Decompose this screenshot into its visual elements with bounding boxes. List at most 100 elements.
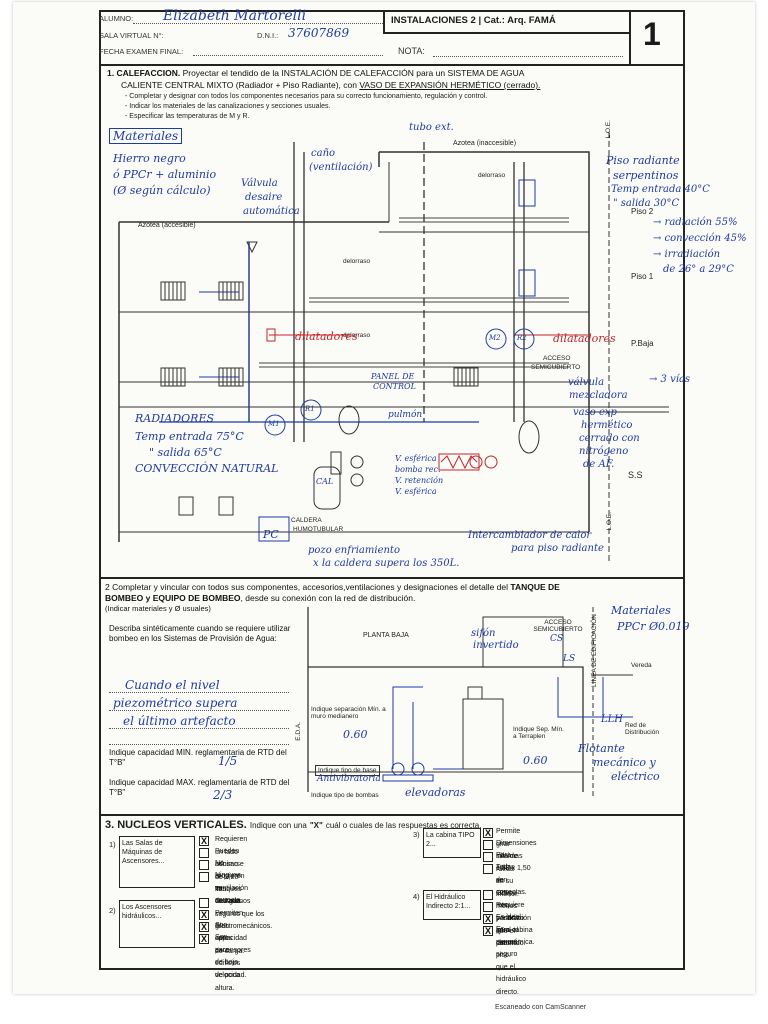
acceso-semi-label: ACCESO SEMICUBIERTO bbox=[533, 619, 583, 633]
section2-title-e: (Indicar materiales y Ø usuales) bbox=[105, 604, 211, 613]
answer-rule-4 bbox=[109, 744, 289, 745]
section1-divider bbox=[99, 577, 685, 579]
irradiacion-hw: → irradiación bbox=[653, 249, 721, 260]
section2-title-b: TANQUE DE bbox=[510, 582, 560, 592]
sep-terr-question: Indique Sep. Mín. a Terraplen bbox=[513, 726, 564, 740]
pulmon-hw: pulmón bbox=[388, 410, 423, 420]
caldera-label: CALDERA bbox=[291, 517, 322, 524]
heat-exchanger bbox=[438, 453, 480, 471]
delorraso-label-2: delorraso bbox=[343, 258, 371, 265]
section1-intro: Proyectar el tendido de la INSTALACIÓN D… bbox=[182, 68, 525, 78]
section3-instruction-b: cuál o cuales de las respuestas es corre… bbox=[325, 821, 482, 830]
floor-heating-piso1 bbox=[309, 297, 569, 303]
radiator-pb-a bbox=[160, 367, 186, 387]
q1-option-4: Ninguna es correcta. bbox=[215, 872, 243, 904]
boiler bbox=[313, 466, 341, 510]
cold-tank-2 bbox=[218, 496, 234, 516]
tipo-base-answer: Antivibratoria bbox=[317, 774, 381, 784]
q2-number: 2) bbox=[109, 906, 116, 915]
q2-checkbox-1[interactable] bbox=[199, 898, 209, 908]
pump-tank-diagram bbox=[307, 607, 633, 797]
q4-checkbox-2[interactable] bbox=[483, 902, 493, 912]
loe-label-bottom: L.O.E. bbox=[606, 512, 613, 531]
q1-checkbox-3[interactable] bbox=[199, 860, 209, 870]
q1-checkbox-2[interactable] bbox=[199, 848, 209, 858]
q4-checkbox-3[interactable]: X bbox=[483, 914, 493, 924]
q3-checkbox-1[interactable]: X bbox=[483, 828, 493, 838]
delorraso-label-1: delorraso bbox=[478, 172, 506, 179]
panel-hw: PANEL DE bbox=[371, 372, 415, 381]
dni-label: D.N.I.: bbox=[257, 31, 279, 40]
m1-hw: M1 bbox=[268, 420, 280, 428]
azotea-inaccesible-label: Azotea (inaccesible) bbox=[453, 140, 517, 147]
pump-floor bbox=[469, 455, 483, 469]
section3-heading: 3. NUCLEOS VERTICALES. Indique con una "… bbox=[105, 819, 481, 831]
q4-checkbox-1[interactable] bbox=[483, 890, 493, 900]
section1-intro2: CALIENTE CENTRAL MIXTO (Radiador + Piso … bbox=[121, 80, 357, 90]
camscanner-footer: Escaneado con CamScanner bbox=[495, 1004, 587, 1011]
q3-option-4: Todas son correctas. bbox=[496, 864, 527, 896]
pc-hw: PC bbox=[263, 528, 279, 541]
roof-accessible-line bbox=[119, 152, 389, 223]
pump-tank bbox=[462, 698, 504, 770]
mecanico-hw: mecánico y bbox=[593, 756, 656, 769]
q3-checkbox-2[interactable] bbox=[483, 840, 493, 850]
q1-checkbox-4[interactable] bbox=[199, 872, 209, 882]
vereda-label: Vereda bbox=[631, 662, 652, 669]
materiales-2-hw: Materiales bbox=[611, 604, 671, 617]
planta-baja-label: PLANTA BAJA bbox=[363, 632, 409, 639]
q1-option-1: Requieren un lado mínimo de 2,20 mts. bbox=[215, 836, 248, 893]
conv-nat-hw: CONVECCIÓN NATURAL bbox=[135, 462, 279, 475]
salida-piso-hw: " salida 30°C bbox=[613, 198, 680, 209]
pump-base bbox=[382, 774, 434, 782]
q2-option-4: Son ascensores de baja velocidad. bbox=[215, 934, 251, 979]
q2-checkbox-2[interactable]: X bbox=[199, 910, 209, 920]
floor-heating-pb bbox=[259, 362, 569, 368]
course-divider bbox=[383, 32, 629, 34]
pump-a bbox=[391, 762, 405, 776]
mezcladora-hw: mezcladora bbox=[569, 390, 628, 401]
exam-frame bbox=[99, 10, 685, 970]
eda-label: E.D.A. bbox=[295, 722, 302, 741]
q1-label: Las Salas de Máquinas de Ascensores... bbox=[119, 836, 195, 888]
section2-title-c: BOMBEO y EQUIPO DE BOMBEO bbox=[105, 592, 241, 603]
invertido-hw: invertido bbox=[473, 640, 519, 651]
m1-circle bbox=[264, 414, 286, 436]
valvula3-hw: automática bbox=[243, 206, 300, 217]
q3-label: La cabina TIPO 2... bbox=[423, 828, 481, 858]
section2-title-d: , desde su conexión con la red de distri… bbox=[240, 592, 416, 603]
q2-checkbox-4[interactable]: X bbox=[199, 934, 209, 944]
q1-checkbox-1[interactable]: X bbox=[199, 836, 209, 846]
air-valve-symbol bbox=[246, 241, 258, 254]
dilatador-box-1 bbox=[266, 328, 276, 342]
q4-checkbox-4[interactable]: X bbox=[483, 926, 493, 936]
irrad-temp-hw: de 26° a 29°C bbox=[663, 264, 734, 275]
r1-circle bbox=[300, 399, 322, 421]
control-hw: CONTROL bbox=[373, 382, 416, 391]
cs-hw: CS bbox=[550, 634, 564, 644]
tres-vias-hw: → 3 vías bbox=[649, 374, 691, 385]
intercambiador-hw: Intercambiador de calor bbox=[468, 530, 592, 541]
ground-floor-slab bbox=[308, 666, 584, 792]
q2-checkbox-3[interactable]: X bbox=[199, 922, 209, 932]
radiadores-hw: RADIADORES bbox=[135, 412, 215, 425]
describe-question: Describa sintéticamente cuando se requie… bbox=[109, 624, 291, 643]
q2-option-2: Permiten gran capacidad de carga. bbox=[215, 910, 247, 955]
alumno-label: ALUMNO: bbox=[99, 14, 134, 23]
section2-title-a: 2 Completar y vincular con todos sus com… bbox=[105, 582, 509, 592]
radiacion-hw: → radiación 55% bbox=[653, 217, 738, 228]
course-cell bbox=[383, 10, 631, 32]
course-title: INSTALACIONES 2 | Cat.: Arq. FAMÁ bbox=[391, 15, 556, 26]
temp-entrada-piso-hw: Temp entrada 40°C bbox=[611, 184, 710, 195]
salida-rad-hw: " salida 65°C bbox=[149, 446, 222, 459]
m2-circle bbox=[485, 328, 507, 350]
conveccion-hw: → convección 45% bbox=[653, 233, 747, 244]
hermetico-hw: hermético bbox=[581, 420, 633, 431]
q3-checkbox-4[interactable] bbox=[483, 864, 493, 874]
cap-min-answer: 1/5 bbox=[218, 754, 238, 768]
q4-label: El Hidráulico Indirecto 2:1... bbox=[423, 890, 481, 920]
r2-circle bbox=[513, 328, 535, 350]
q3-checkbox-3[interactable] bbox=[483, 852, 493, 862]
tipo-bombas-question: Indique tipo de bombas bbox=[311, 792, 379, 799]
q3-option-2: Dimensiones mínimas 1,50 x 1,50 m. bbox=[496, 840, 537, 885]
